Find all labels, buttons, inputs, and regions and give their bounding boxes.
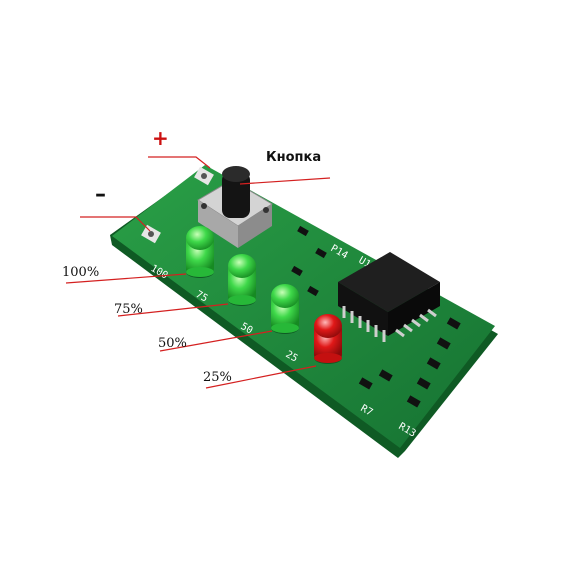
led-75-label: 75%: [114, 302, 143, 317]
plus-label: +: [152, 126, 169, 150]
led-icon: [314, 314, 342, 364]
led-icon: [186, 226, 214, 278]
svg-text:50: 50: [239, 321, 255, 337]
led-icon: [228, 254, 256, 306]
minus-label: –: [95, 182, 106, 207]
smd-components: [291, 225, 461, 408]
tactile-switch-icon: [197, 166, 273, 248]
svg-text:R7: R7: [359, 403, 375, 419]
svg-text:75: 75: [194, 289, 210, 305]
svg-text:25: 25: [284, 349, 300, 365]
led-100-label: 100%: [62, 265, 100, 280]
leader-lines: [65, 156, 331, 389]
led-icon: [271, 284, 299, 334]
led-25-label: 25%: [203, 370, 232, 385]
ic-chip-icon: [338, 252, 440, 342]
button-label: Кнопка: [266, 150, 322, 165]
led-50-label: 50%: [158, 336, 187, 351]
